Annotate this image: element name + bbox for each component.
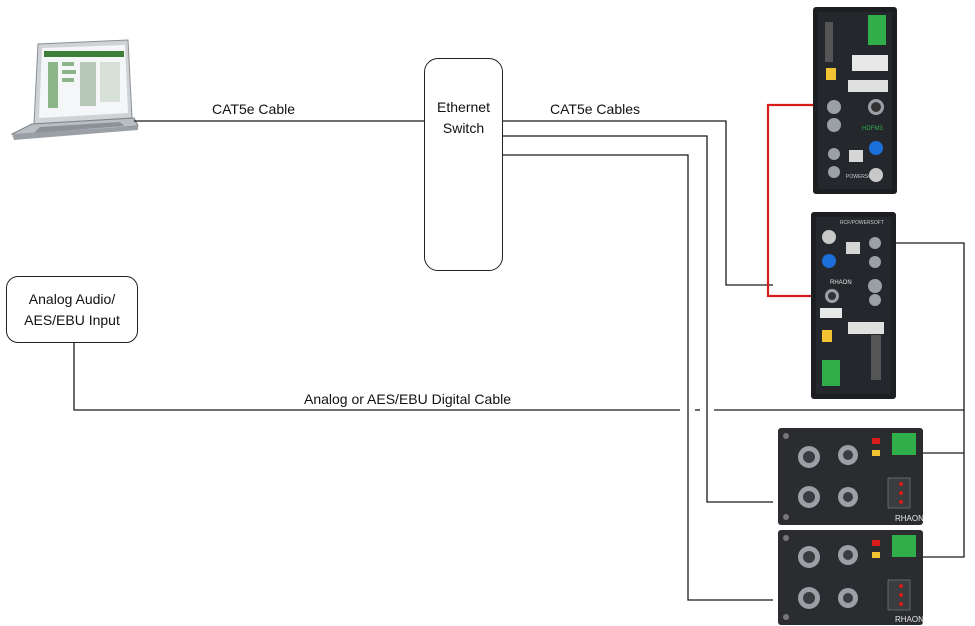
input-label-line2: AES/EBU Input	[24, 311, 120, 328]
amp-mid-model-text: RHAON	[830, 280, 852, 286]
switch-cables-label: CAT5e Cables	[550, 101, 641, 117]
analog-cable-label: Analog or AES/EBU Digital Cable	[304, 391, 511, 407]
rack-unit-2-icon: RHAON	[778, 530, 924, 625]
amp-top-brand-text: POWERSOFT	[846, 174, 878, 180]
amp-mid-brand-text: RCF/POWERSOFT	[840, 220, 884, 226]
laptop-icon	[10, 39, 139, 140]
switch-label-line1: Ethernet	[437, 99, 490, 115]
ethernet-switch-box: Ethernet Switch	[424, 58, 503, 271]
laptop-cable-label: CAT5e Cable	[212, 101, 296, 117]
rack-unit-1-icon: RHAON	[778, 428, 924, 525]
amp-top-model-text: HDFM3	[862, 126, 883, 132]
input-label-line1: Analog Audio/	[28, 290, 116, 307]
rack2-label-text: RHAON	[895, 615, 924, 624]
amplifier-middle-icon: RCF/POWERSOFT RHAON	[811, 212, 896, 399]
rack1-label-text: RHAON	[895, 514, 924, 523]
analog-input-box: Analog Audio/ AES/EBU Input	[6, 276, 138, 343]
switch-label-line2: Switch	[442, 120, 485, 136]
amplifier-top-icon: POWERSOFT HDFM3	[813, 7, 897, 194]
